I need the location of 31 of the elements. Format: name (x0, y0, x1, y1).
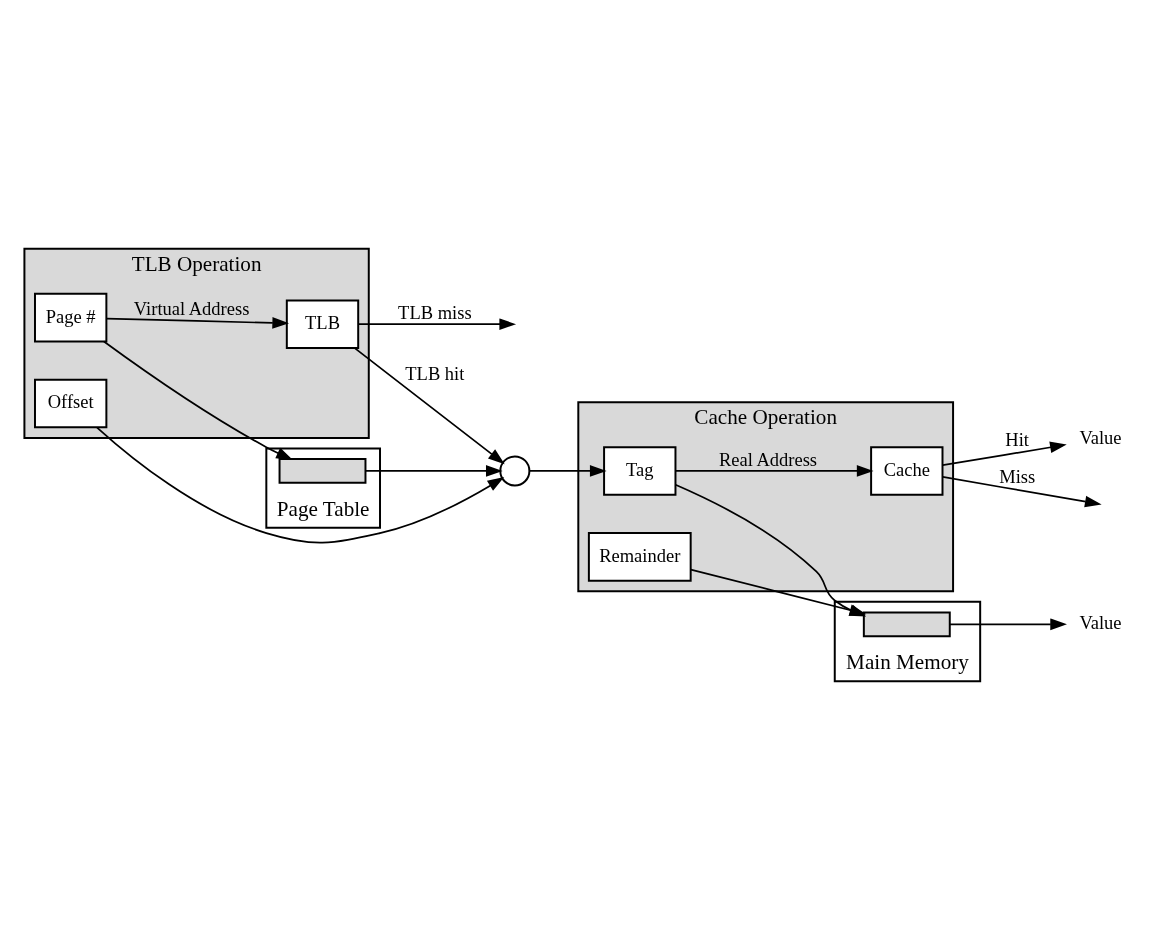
node-box: Page # (34, 292, 108, 343)
node-box: Tag (603, 446, 677, 496)
node-box: Remainder (587, 532, 692, 582)
edge-label: Virtual Address (133, 299, 250, 320)
arrow (353, 347, 505, 465)
edge-label: Real Address (718, 449, 818, 470)
edge-label: TLB miss (398, 303, 472, 324)
node-circle (499, 455, 531, 487)
arrow (365, 465, 503, 477)
node-text: Value (1079, 613, 1122, 634)
edge-label: Miss (999, 467, 1036, 488)
node-box: Cache (870, 446, 944, 496)
arrow (357, 318, 517, 331)
arrow (941, 441, 1067, 467)
edge-label: Hit (1005, 430, 1030, 451)
node-text: Value (1079, 428, 1122, 449)
node-bar (278, 458, 367, 484)
node-box: TLB (285, 299, 360, 349)
arrow (674, 465, 874, 477)
edge-label: TLB hit (405, 364, 465, 384)
arrow (528, 465, 607, 477)
arrow (941, 476, 1102, 508)
arrow (674, 483, 867, 617)
node-box: Offset (34, 378, 108, 429)
arrow (105, 317, 290, 329)
arrow (103, 340, 293, 460)
cluster: Main Memory (833, 600, 982, 683)
node-bar (862, 611, 951, 638)
arrow (949, 618, 1067, 631)
arrow (689, 568, 867, 616)
arrow (96, 426, 505, 544)
